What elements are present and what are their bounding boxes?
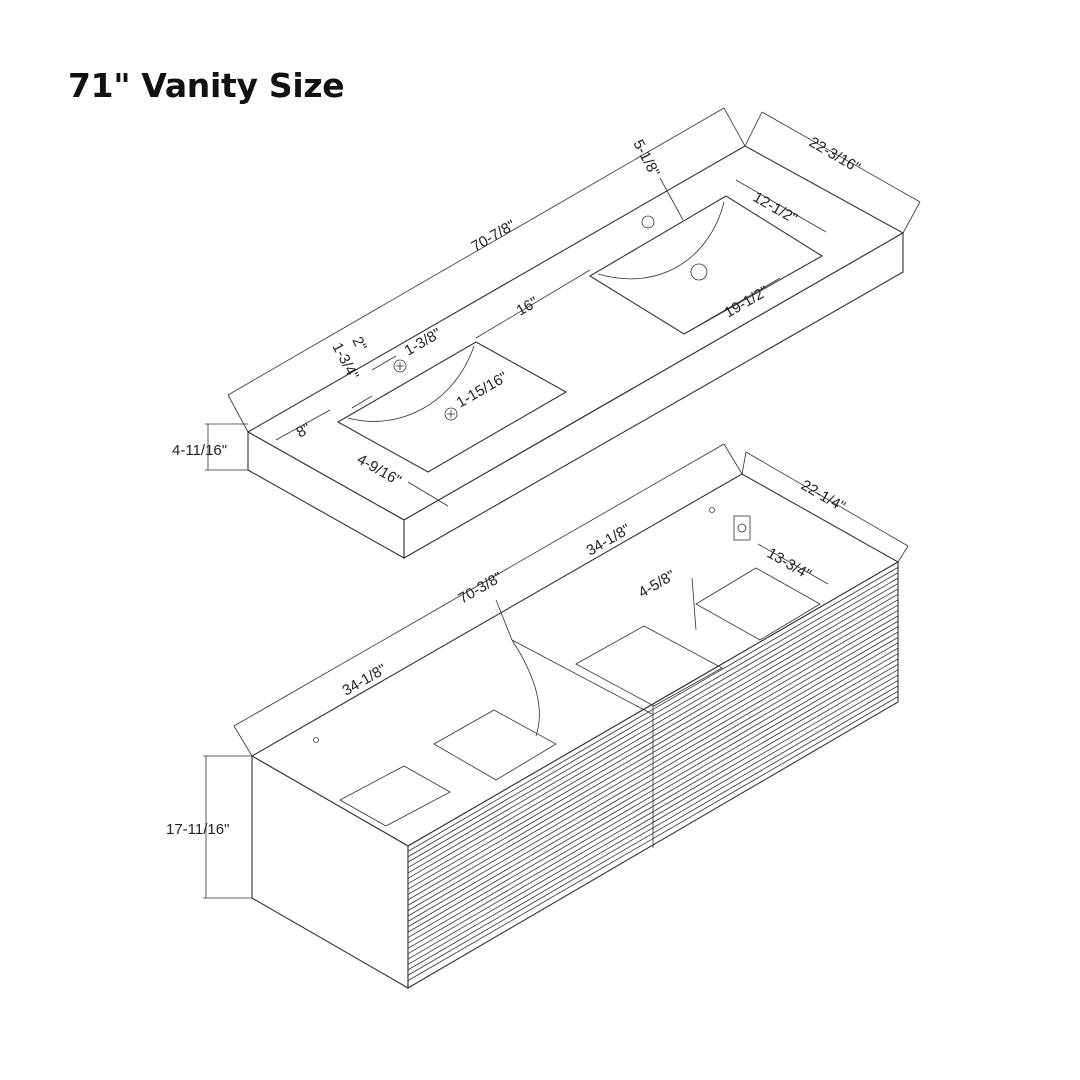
countertop (246, 145, 905, 559)
front-slats (407, 567, 899, 981)
slat-line (407, 637, 899, 922)
slat-line (407, 663, 899, 949)
dim-cabinet-height: 17-11/16" (166, 821, 229, 838)
slat-line (407, 588, 899, 874)
right-drain-hole (690, 263, 708, 281)
slat-line (407, 620, 899, 906)
left-basin-curve (347, 345, 475, 422)
slat-line (407, 685, 899, 971)
left-drain-hole (444, 407, 458, 421)
slat-line (407, 680, 899, 965)
dim-drawer-depth: 13-3/4" (764, 545, 814, 584)
cabinet-divider (511, 639, 653, 715)
dim-drawer-height: 4-5/8" (636, 567, 679, 601)
slat-line (407, 658, 899, 944)
right-faucet-hole (641, 215, 655, 229)
dim-overall-length-top: 70-7/8" (469, 217, 519, 256)
left-drawer-rear (433, 709, 557, 781)
dim-countertop-thickness: 4-11/16" (172, 442, 227, 459)
cabinet (250, 473, 900, 989)
right-basin-outline (588, 195, 824, 335)
right-screw-hole (709, 507, 715, 513)
dim-cabinet-overall-length: 70-3/8" (456, 569, 506, 608)
right-drawer-front (575, 625, 723, 707)
slat-line (407, 599, 899, 885)
hinge-icon (733, 515, 751, 541)
cabinet-side-face (251, 755, 409, 989)
dim-cabinet-half-left: 34-1/8" (340, 661, 390, 700)
dim-cabinet-half-right: 34-1/8" (584, 521, 634, 560)
dim-faucet-offset: 5-1/8" (629, 137, 663, 180)
right-drawer-rear (695, 567, 821, 641)
slat-line (407, 647, 899, 933)
left-basin-outline (336, 341, 568, 473)
countertop-dimension-lines (205, 107, 921, 507)
slat-line (407, 626, 899, 911)
cabinet-dimension-lines (203, 443, 909, 899)
slat-line (407, 690, 899, 976)
slat-line (407, 610, 899, 895)
slat-line (407, 572, 899, 858)
page-title: 71" Vanity Size (68, 66, 345, 105)
countertop-front-face (403, 232, 904, 559)
slat-line (407, 642, 899, 928)
slat-line (407, 577, 899, 863)
slat-line (407, 567, 899, 852)
slat-line (407, 696, 899, 981)
slat-line (407, 631, 899, 917)
slat-line (407, 674, 899, 960)
left-screw-hole (313, 737, 319, 743)
divider-cutout (511, 639, 540, 737)
slat-line (407, 593, 899, 879)
right-basin-curve (597, 201, 725, 280)
left-drawer-front (339, 765, 451, 827)
slat-line (407, 669, 899, 955)
dim-2-inch: 2" (348, 334, 369, 354)
left-faucet-hole (393, 359, 407, 373)
dim-countertop-depth: 22-3/16" (806, 134, 863, 177)
slat-line (407, 604, 899, 890)
countertop-top-surface (246, 145, 905, 521)
slat-line (407, 653, 899, 938)
slat-line (407, 615, 899, 901)
slat-line (407, 583, 899, 868)
